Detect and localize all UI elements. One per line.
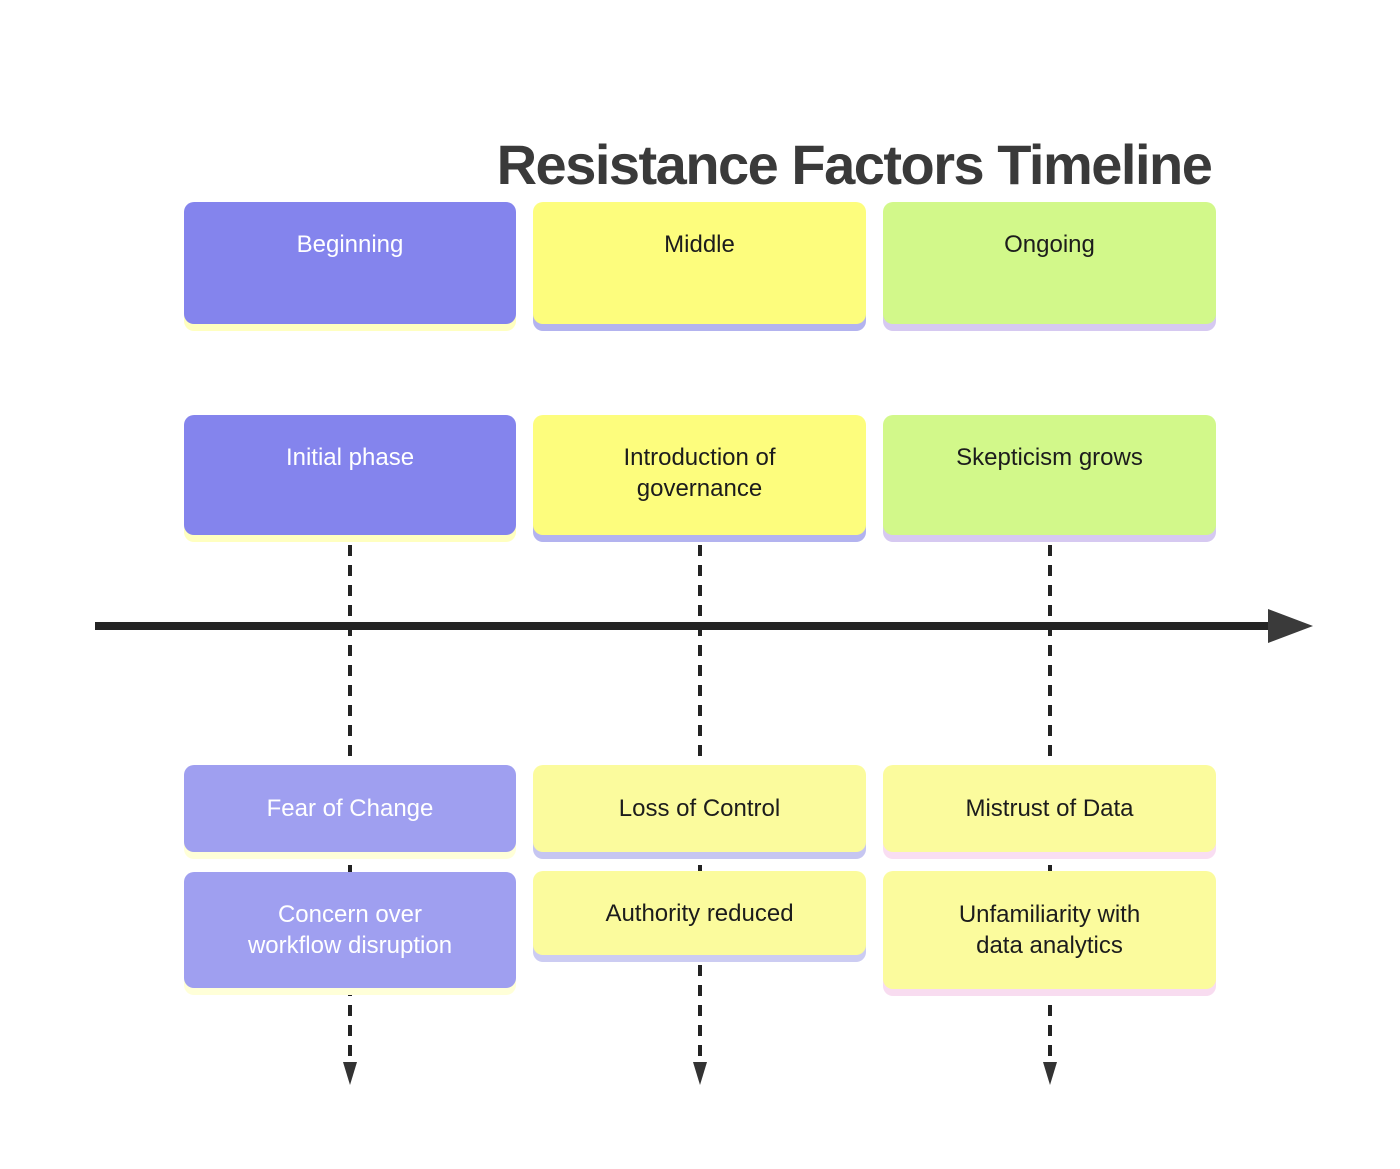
event-label: Skepticism grows: [956, 444, 1143, 471]
phase-box-beginning: Beginning: [184, 202, 516, 324]
factor-box-mistrust-of-data: Mistrust of Data: [883, 765, 1216, 852]
phase-box-middle: Middle: [533, 202, 866, 324]
event-label: Introduction of governance: [623, 444, 776, 502]
factor-box-loss-of-control: Loss of Control: [533, 765, 866, 852]
phase-label: Ongoing: [1004, 231, 1095, 258]
phase-box-ongoing: Ongoing: [883, 202, 1216, 324]
timeline-axis-arrowhead-icon: [1268, 609, 1313, 643]
factor-label: Unfamiliarity with data analytics: [958, 901, 1141, 959]
event-box-skepticism-grows: Skepticism grows: [883, 415, 1216, 535]
connector-arrowhead-icon: [1043, 1062, 1057, 1085]
factor-label: Mistrust of Data: [965, 795, 1134, 822]
event-label: Initial phase: [285, 444, 415, 471]
factor-label: Authority reduced: [605, 899, 794, 927]
connector-arrowhead-icon: [343, 1062, 357, 1085]
factor-box-authority-reduced: Authority reduced: [533, 871, 866, 955]
factor-label: Loss of Control: [618, 795, 781, 822]
factor-box-unfamiliarity-with-data-analytics: Unfamiliarity with data analytics: [883, 871, 1216, 989]
event-box-introduction-of-governance: Introduction of governance: [533, 415, 866, 535]
factor-box-fear-of-change: Fear of Change: [184, 765, 516, 852]
event-box-initial-phase: Initial phase: [184, 415, 516, 535]
factor-label: Fear of Change: [266, 795, 434, 822]
diagram-title: Resistance Factors Timeline: [496, 132, 1213, 196]
factor-label: Concern over workflow disruption: [247, 901, 453, 959]
phase-label: Beginning: [296, 231, 404, 258]
connector-arrowhead-icon: [693, 1062, 707, 1085]
timeline-axis: [95, 622, 1271, 630]
phase-label: Middle: [664, 231, 735, 258]
factor-box-concern-over-workflow-disruption: Concern over workflow disruption: [184, 872, 516, 988]
